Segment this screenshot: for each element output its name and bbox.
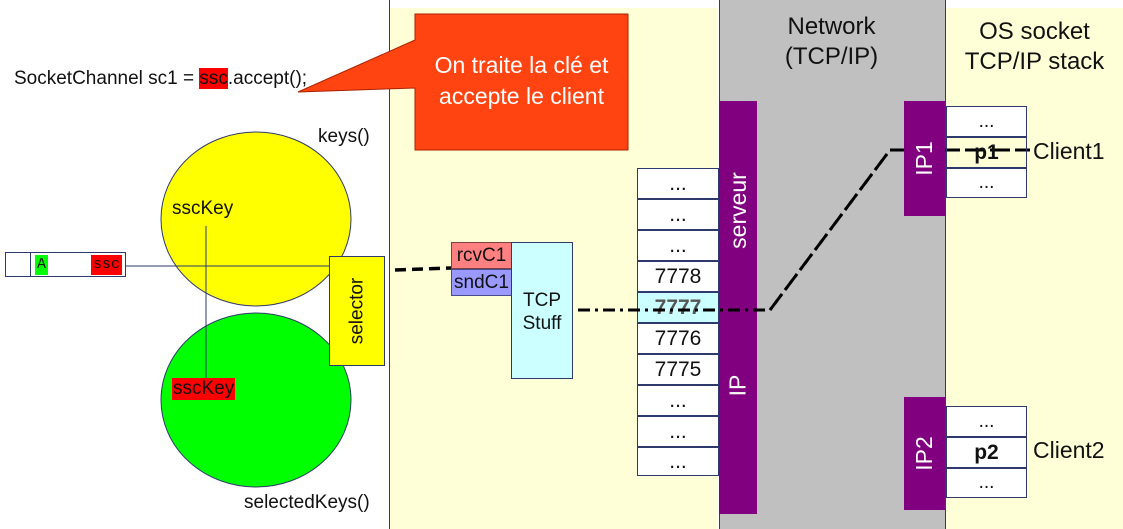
tcp-stuff-line2: Stuff bbox=[522, 313, 562, 334]
client1-port-cell: ... bbox=[946, 168, 1027, 198]
client1-port-cell-active: p1 bbox=[946, 137, 1027, 168]
tcp-stuff-line1: TCP bbox=[523, 290, 561, 311]
selector-box: selector bbox=[329, 256, 385, 366]
keys-label: keys() bbox=[318, 126, 370, 147]
client1-port-cell: ... bbox=[946, 106, 1027, 137]
server-port-cell-active: 7777 bbox=[637, 292, 719, 323]
client2-name: Client2 bbox=[1033, 437, 1105, 463]
server-port-cell: 7775 bbox=[637, 354, 719, 385]
server-port-cell: 7776 bbox=[637, 323, 719, 354]
code-prefix: SocketChannel sc1 = bbox=[14, 68, 200, 89]
os-stack-header-line2: TCP/IP stack bbox=[964, 48, 1105, 75]
client1-ip-box: IP1 bbox=[904, 101, 945, 216]
callout-text: On traite la clé et accepte le client bbox=[415, 50, 628, 112]
tcp-stuff-text: TCP Stuff bbox=[512, 289, 572, 335]
server-port-cell: ... bbox=[637, 199, 719, 230]
callout-line1: On traite la clé et bbox=[434, 52, 609, 78]
tcp-stuff-box: TCP Stuff bbox=[511, 242, 573, 379]
client2-ip-label: IP2 bbox=[911, 436, 937, 471]
callout-line2: accepte le client bbox=[439, 83, 604, 109]
selected-item-ssckey: sscKey bbox=[172, 378, 236, 400]
server-port-cell: ... bbox=[637, 416, 719, 447]
os-stack-header: OS socket TCP/IP stack bbox=[946, 17, 1123, 77]
keys-set-circle bbox=[160, 131, 352, 307]
selected-keys-label: selectedKeys() bbox=[244, 492, 370, 513]
client1-ip-label: IP1 bbox=[911, 141, 937, 176]
client2-port-cell-active: p2 bbox=[946, 437, 1027, 468]
callout-bubble bbox=[297, 13, 629, 151]
channel-array-divider bbox=[30, 252, 31, 277]
client1-ports: ... p1 ... bbox=[946, 106, 1027, 198]
os-stack-header-line1: OS socket bbox=[979, 18, 1090, 45]
rcv-buffer: rcvC1 bbox=[451, 242, 512, 269]
selected-keys-set-circle bbox=[160, 312, 352, 488]
network-header-line1: Network bbox=[787, 13, 876, 40]
client2-port-cell: ... bbox=[946, 406, 1027, 437]
server-port-cell: ... bbox=[637, 385, 719, 416]
client2-ip-box: IP2 bbox=[904, 397, 945, 510]
channel-cell-a: A bbox=[35, 255, 49, 275]
server-port-cell: ... bbox=[637, 168, 719, 199]
client1-name: Client1 bbox=[1033, 138, 1105, 164]
code-line: SocketChannel sc1 = ssc.accept(); bbox=[14, 68, 307, 90]
server-bar bbox=[719, 101, 757, 514]
server-port-cell: 7778 bbox=[637, 261, 719, 292]
server-ports: ... ... ... 7778 7777 7776 7775 ... ... … bbox=[637, 168, 719, 476]
server-port-cell: ... bbox=[637, 230, 719, 261]
client2-port-cell: ... bbox=[946, 468, 1027, 498]
channel-cell-ssc: ssc bbox=[91, 255, 123, 275]
selector-link-dashed bbox=[394, 266, 452, 272]
network-header: Network (TCP/IP) bbox=[719, 12, 944, 72]
snd-buffer: sndC1 bbox=[451, 269, 512, 296]
code-suffix: .accept(); bbox=[227, 68, 308, 89]
keys-item-ssckey: sscKey bbox=[172, 198, 234, 219]
client2-ports: ... p2 ... bbox=[946, 406, 1027, 498]
server-port-cell: ... bbox=[637, 447, 719, 476]
code-highlight: ssc bbox=[199, 68, 228, 89]
network-header-line2: (TCP/IP) bbox=[784, 43, 879, 70]
